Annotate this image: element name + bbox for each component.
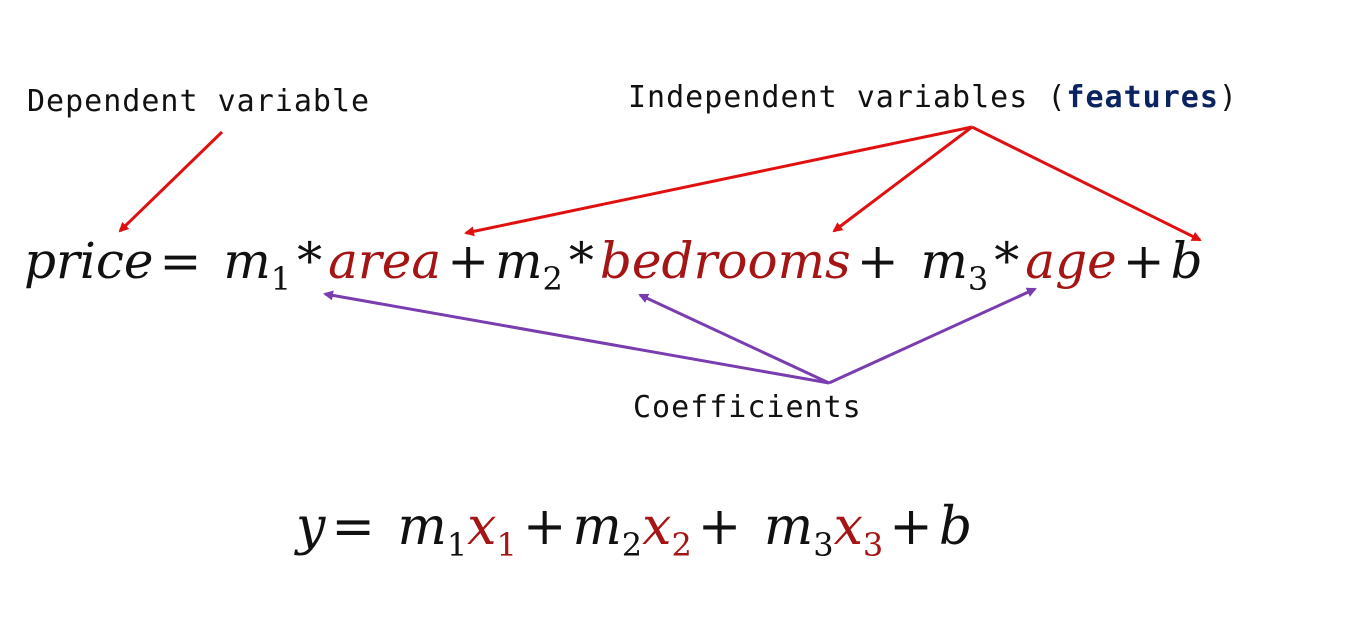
price-equation: price= m1*area+m2*bedrooms+ m3*age+b [24,232,1203,298]
coefficients-label: Coefficients [633,390,862,425]
intercept-b: b [938,497,973,557]
lhs-y: y [296,497,326,557]
coefficient-arrow-m2 [638,293,830,385]
coef-m3: m3 [763,497,834,564]
independent-prefix: Independent variables ( [628,80,1067,115]
feature-area: area [328,232,442,290]
coefficient-arrow-m1 [323,290,830,385]
plus-sign: + [697,497,742,557]
equals-sign: = [331,497,375,557]
coef-m3: m3 [920,232,989,298]
coefficient-arrow-m3 [828,287,1037,385]
feature-arrow-bedrooms [832,125,973,233]
dependent-variable-label: Dependent variable [27,84,371,119]
times-sign: * [994,232,1020,290]
coef-m1: m1 [223,232,292,298]
plus-sign: + [522,497,567,557]
var-x2: x2 [642,497,692,564]
lhs-price: price [24,232,154,290]
feature-arrow-age [971,125,1202,242]
feature-age: age [1025,232,1117,290]
var-x3: x3 [833,497,884,564]
plus-sign: + [447,232,490,290]
intercept-b: b [1170,232,1203,290]
features-word: features [1066,80,1219,115]
dependent-arrow [118,130,224,233]
times-sign: * [568,232,594,290]
coef-m2: m2 [495,232,563,298]
independent-suffix: ) [1218,80,1238,115]
general-equation: y= m1x1+m2x2+ m3x3+b [296,497,972,564]
independent-variables-label: Independent variables (features) [628,80,1238,115]
equals-sign: = [159,232,202,290]
feature-bedrooms: bedrooms [599,232,851,290]
times-sign: * [297,232,323,290]
plus-sign: + [889,497,933,557]
coef-m1: m1 [397,497,468,564]
plus-sign: + [1122,232,1165,290]
feature-arrow-area [464,125,973,237]
plus-sign: + [856,232,899,290]
var-x1: x1 [467,497,517,564]
coef-m2: m2 [572,497,643,564]
